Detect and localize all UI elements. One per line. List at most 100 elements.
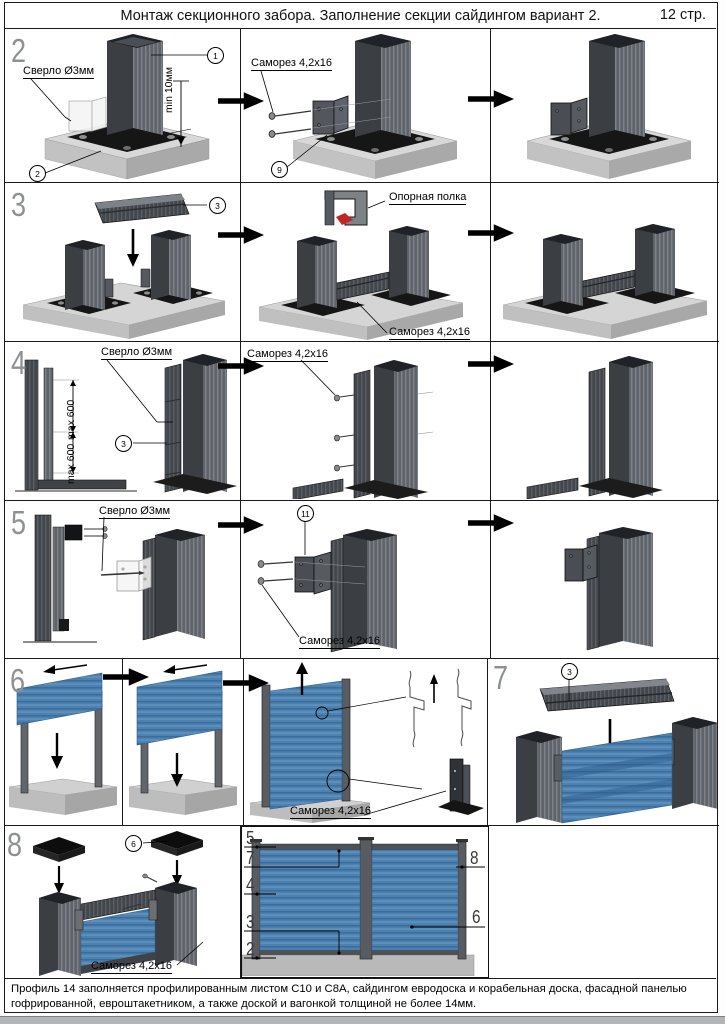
step-number: 6 (10, 662, 25, 699)
down-arrow-icon (127, 229, 139, 267)
top-rail-right (371, 843, 459, 851)
final-callout-7: 7 (246, 848, 255, 868)
screw-label: Саморез 4,2х16 (251, 57, 332, 72)
post-cap-left (33, 837, 85, 862)
callout-leader-lines (244, 846, 485, 959)
screws (268, 98, 392, 138)
step6-drawing-insert-2 (128, 664, 238, 815)
page-title: Монтаж секционного забора. Заполнение се… (120, 7, 601, 24)
shelf-section-detail (324, 190, 368, 226)
step8-panel: 8 6 Саморез 4,2х16 (5, 826, 241, 978)
screw-label: Саморез 4,2х16 (247, 348, 328, 363)
callout-2: 2 (29, 165, 46, 182)
vertical-rail (353, 369, 371, 499)
down-arrow-icon (51, 733, 63, 769)
step6-drawing-complete (249, 662, 484, 823)
screw-label: Саморез 4,2х16 (389, 326, 470, 341)
step-number: 2 (11, 32, 26, 69)
down-arrow-icon (171, 753, 183, 787)
step5-panel-2: 11 Саморез 4,2х16 (241, 501, 491, 659)
step4-drawing-screws (292, 359, 434, 499)
post-cap-right (151, 831, 203, 856)
screw-label: Саморез 4,2х16 (91, 960, 172, 975)
up-arrow-icon (296, 662, 308, 695)
post-right (140, 230, 191, 300)
screw-label: Саморез 4,2х16 (299, 635, 380, 650)
bottom-rail-stub (292, 478, 344, 499)
callout-6: 6 (125, 835, 142, 852)
callout-3: 3 (561, 663, 578, 680)
step6-panel-3: Саморез 4,2х16 (244, 659, 488, 826)
step3-panel-1: 3 3 (5, 183, 241, 342)
screw-label: Саморез 4,2х16 (290, 805, 371, 820)
min-dimension-label: min 10мм (163, 67, 175, 113)
drill-bit (100, 571, 145, 576)
step3-panel-3 (491, 183, 719, 342)
scan-edge-strip (0, 1016, 725, 1024)
step5-drawing-bracket (257, 521, 397, 653)
callout-3: 3 (115, 435, 132, 452)
step3-drawing-result (502, 224, 708, 339)
page-frame: Монтаж секционного забора. Заполнение се… (4, 2, 719, 1013)
step-number: 3 (11, 186, 26, 223)
final-callout-5: 5 (246, 828, 255, 848)
final-assembly-drawing (242, 837, 485, 976)
footer-note: Профиль 14 заполняется профилированным л… (5, 978, 716, 1011)
post-middle (359, 839, 373, 960)
slide-left-arrow-icon (43, 664, 88, 674)
slide-left-arrow-icon (163, 664, 208, 674)
post-3d (374, 360, 418, 498)
bottom-rail-left (260, 950, 360, 955)
footer-text: Профиль 14 заполняется профилированным л… (11, 983, 687, 1010)
step3-drawing-rail (22, 193, 226, 339)
down-arrow-icon (54, 860, 182, 894)
rail-profile (539, 678, 675, 712)
post-foot-detail (438, 758, 484, 815)
bottom-rail (81, 952, 155, 974)
step7-panel: 7 3 (488, 659, 719, 826)
vertical-rail (588, 367, 606, 497)
step-number: 8 (7, 826, 22, 863)
rail-profile (94, 193, 190, 224)
drill-label: Сверло Ø3мм (23, 65, 95, 80)
post-left (543, 234, 583, 306)
step3-drawing-shelf (258, 190, 464, 340)
final-callout-3: 3 (246, 912, 255, 932)
step6-drawing-insert-1 (8, 664, 118, 815)
post-3d (609, 356, 653, 496)
lock-profile-sketch-2 (456, 668, 472, 747)
bracket (294, 551, 332, 595)
post-3d (142, 529, 205, 641)
step2-drawing-drill (30, 34, 210, 180)
post-right (635, 224, 675, 296)
post-right (155, 882, 197, 966)
siding-panel (16, 672, 103, 726)
base-plate (153, 474, 237, 494)
leader-dots (255, 845, 464, 960)
title-bar: Монтаж секционного забора. Заполнение се… (5, 3, 716, 29)
side-view (23, 514, 108, 643)
step4-drawing-spacing (15, 354, 237, 494)
post-left (297, 236, 337, 308)
post-right (457, 841, 467, 960)
siding-panel (136, 670, 223, 746)
side-view (15, 359, 137, 492)
post-left (261, 684, 271, 808)
detail-circle-large (326, 769, 350, 793)
post (589, 34, 645, 137)
step4-panel-2: Саморез 4,2х16 (241, 342, 491, 501)
post-3d (183, 354, 227, 492)
drill-label: Сверло Ø3мм (99, 505, 171, 520)
detail-circle-small (315, 706, 329, 720)
siding-filled (269, 680, 343, 810)
bottom-rail (582, 269, 636, 299)
post-left (39, 892, 81, 976)
step6-panel-1: 6 (5, 659, 123, 826)
max-dimension-label-2: max 600 (65, 443, 77, 484)
final-assembly-panel: 5 7 4 3 2 8 6 (241, 826, 489, 978)
final-callout-4: 4 (246, 875, 255, 895)
step2-drawing-screws (260, 34, 458, 179)
step5-panel-1: 5 Сверло Ø3мм (5, 501, 241, 659)
step6-panel-2 (123, 659, 244, 826)
